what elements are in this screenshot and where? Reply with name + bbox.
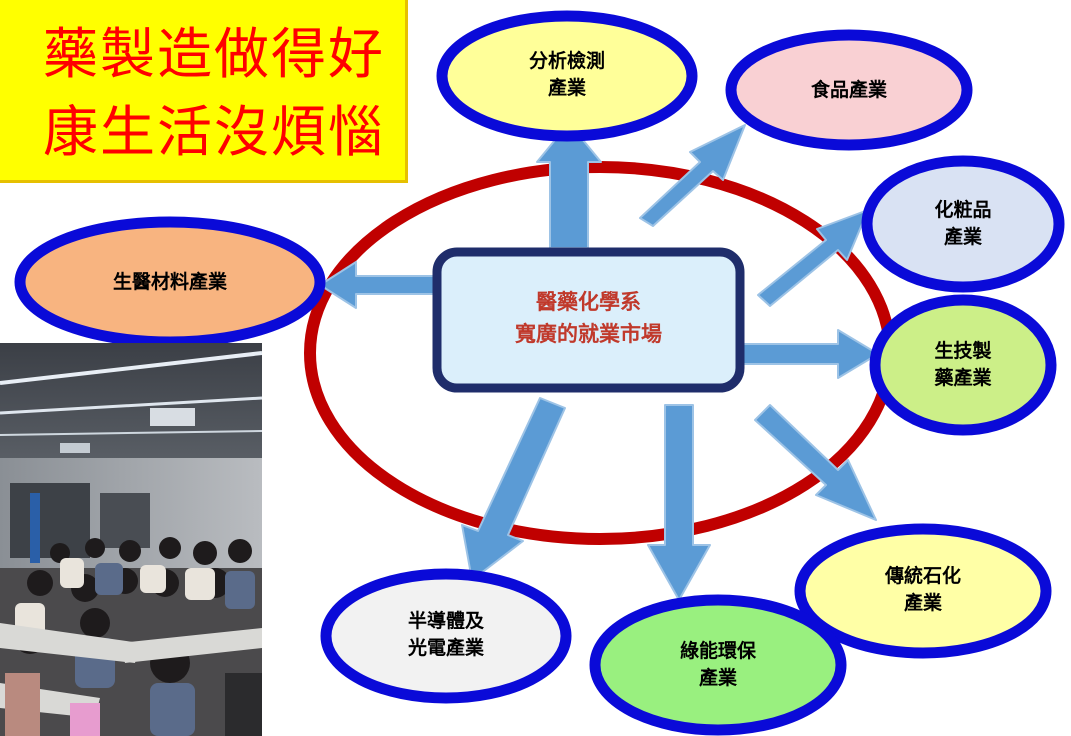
node-label-analysis: 分析檢測 產業 xyxy=(467,48,667,102)
node-label-green-line-1: 綠能環保 xyxy=(679,640,756,662)
node-label-cosmetics-line-1: 化粧品 xyxy=(934,199,992,221)
node-label-food: 食品產業 xyxy=(749,77,949,104)
center-title: 醫藥化學系 寬廣的就業市場 xyxy=(437,286,740,350)
node-label-semiconductor-line-1: 半導體及 xyxy=(407,610,484,632)
node-petrochem xyxy=(794,523,1052,659)
node-label-green: 綠能環保 產業 xyxy=(638,638,798,692)
arrow-to-green xyxy=(647,404,711,601)
node-label-biotech-line-1: 生技製 xyxy=(934,340,992,362)
node-green xyxy=(589,594,847,736)
node-label-petrochem: 傳統石化 產業 xyxy=(843,563,1003,617)
node-biomaterial xyxy=(14,216,326,348)
arrow-to-analysis xyxy=(536,122,602,249)
node-label-petrochem-line-1: 傳統石化 xyxy=(884,565,961,587)
node-label-semiconductor: 半導體及 光電產業 xyxy=(366,608,526,662)
node-label-cosmetics: 化粧品 產業 xyxy=(893,197,1033,251)
node-semiconductor xyxy=(320,568,572,704)
node-label-cosmetics-line-2: 產業 xyxy=(943,226,982,248)
node-label-analysis-line-2: 產業 xyxy=(547,77,586,99)
arrow-to-cosmetics xyxy=(757,209,869,307)
node-label-biomaterial-line-1: 生醫材料產業 xyxy=(112,271,227,293)
node-label-biotech: 生技製 藥產業 xyxy=(893,338,1033,392)
slogan-line-2: 康生活沒煩惱 xyxy=(42,100,385,164)
node-label-biotech-line-2: 藥產業 xyxy=(934,367,992,389)
arrow-to-biomaterial xyxy=(319,261,441,309)
node-label-analysis-line-1: 分析檢測 xyxy=(528,50,605,72)
classroom-photo xyxy=(0,343,262,736)
node-analysis xyxy=(436,10,698,142)
arrow-to-food xyxy=(639,124,746,227)
center-box xyxy=(432,247,745,393)
center-title-line-1: 醫藥化學系 xyxy=(536,290,641,314)
node-food xyxy=(725,29,973,151)
node-biotech xyxy=(869,294,1057,436)
arrow-to-biotech xyxy=(739,329,879,379)
node-label-semiconductor-line-2: 光電產業 xyxy=(407,637,484,659)
node-label-food-line-1: 食品產業 xyxy=(810,79,887,101)
arrow-to-petrochem xyxy=(754,404,877,521)
node-label-petrochem-line-2: 產業 xyxy=(903,592,942,614)
arrow-to-semiconductor xyxy=(461,397,566,581)
slogan-line-1: 藥製造做得好 xyxy=(42,22,385,86)
slogan-banner: 藥製造做得好 康生活沒煩惱 xyxy=(0,0,408,183)
node-label-green-line-2: 產業 xyxy=(698,667,737,689)
classroom-photo-image xyxy=(0,343,262,736)
node-cosmetics xyxy=(861,155,1065,293)
center-title-line-2: 寬廣的就業市場 xyxy=(515,322,662,346)
node-label-biomaterial: 生醫材料產業 xyxy=(70,269,270,296)
arrows xyxy=(319,122,879,601)
